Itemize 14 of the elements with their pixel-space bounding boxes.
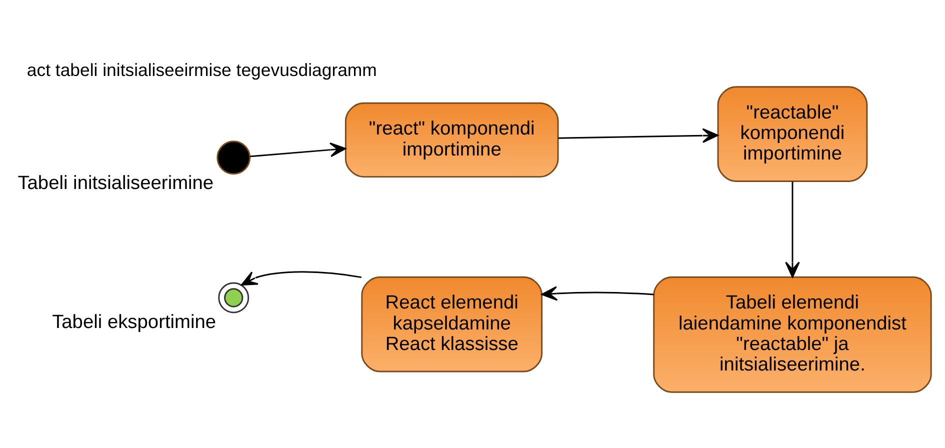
diagram-title: act tabeli initsialiseeirmise tegevusdiagramm — [26, 60, 377, 80]
arrow — [785, 182, 800, 278]
node-label: Tabeli eksportimine — [52, 312, 216, 333]
node-box: "react" komponendi importimine — [344, 102, 559, 178]
node-box: React elemendi kapseldamine React klassisse — [361, 276, 543, 372]
node-label: Tabeli initsialiseerimine — [18, 173, 214, 194]
node-box: "reactable" komponendi importimine — [717, 86, 868, 182]
arrow — [241, 271, 362, 286]
node-final — [218, 282, 250, 314]
node-box: Tabeli elemendi laiendamine komponendist "reactable" ja initsialiseerimine. — [653, 276, 932, 393]
arrow — [250, 142, 346, 158]
node-circle — [216, 140, 251, 175]
arrow — [558, 128, 718, 143]
arrow — [541, 286, 654, 301]
